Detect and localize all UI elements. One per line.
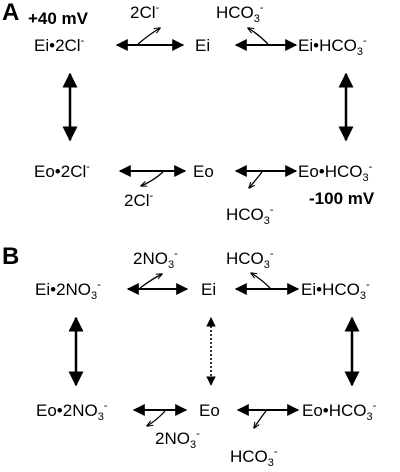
a-eo-2cl-state: Eo•2Cl-	[34, 161, 90, 181]
panel-label-b: B	[2, 243, 20, 270]
a-ei-hco3-state: Ei•HCO3-	[298, 35, 367, 58]
b-top-right-arrow	[234, 273, 300, 295]
panel-label-a: A	[2, 0, 20, 26]
a-top-right-ion: HCO3-	[216, 2, 264, 25]
b-eo-2no3-state: Eo•2NO3-	[36, 400, 108, 423]
a-bottom-left-ion: 2Cl-	[124, 190, 154, 210]
a-ei-state: Ei	[195, 36, 211, 55]
a-bottom-right-arrow	[234, 165, 298, 188]
b-bottom-left-arrow	[132, 404, 188, 426]
a-top-right-arrow	[234, 28, 298, 51]
a-bottom-left-arrow	[118, 165, 187, 186]
b-eo-state: Eo	[199, 401, 220, 420]
a-top-left-ion: 2Cl-	[130, 2, 160, 22]
a-bottom-right-ion: HCO3-	[226, 204, 274, 227]
b-bottom-right-arrow	[236, 404, 300, 428]
b-ei-hco3-state: Ei•HCO3-	[301, 279, 370, 302]
b-top-left-ion: 2NO3-	[133, 248, 178, 271]
a-eo-state: Eo	[193, 162, 214, 181]
voltage-label-bottom: -100 mV	[309, 189, 375, 208]
voltage-label-top: +40 mV	[28, 9, 89, 28]
b-bottom-right-ion: HCO3-	[230, 446, 278, 469]
b-top-right-ion: HCO3-	[226, 248, 274, 271]
b-top-left-arrow	[126, 274, 189, 295]
b-bottom-left-ion: 2NO3-	[155, 428, 200, 451]
b-eo-hco3-state: Eo•HCO3-	[302, 400, 377, 423]
b-ei-state: Ei	[201, 280, 217, 299]
a-top-left-arrow	[115, 28, 185, 51]
b-ei-2no3-state: Ei•2NO3-	[35, 279, 101, 302]
a-eo-hco3-state: Eo•HCO3-	[298, 161, 373, 184]
a-ei-2cl-state: Ei•2Cl-	[34, 35, 85, 55]
